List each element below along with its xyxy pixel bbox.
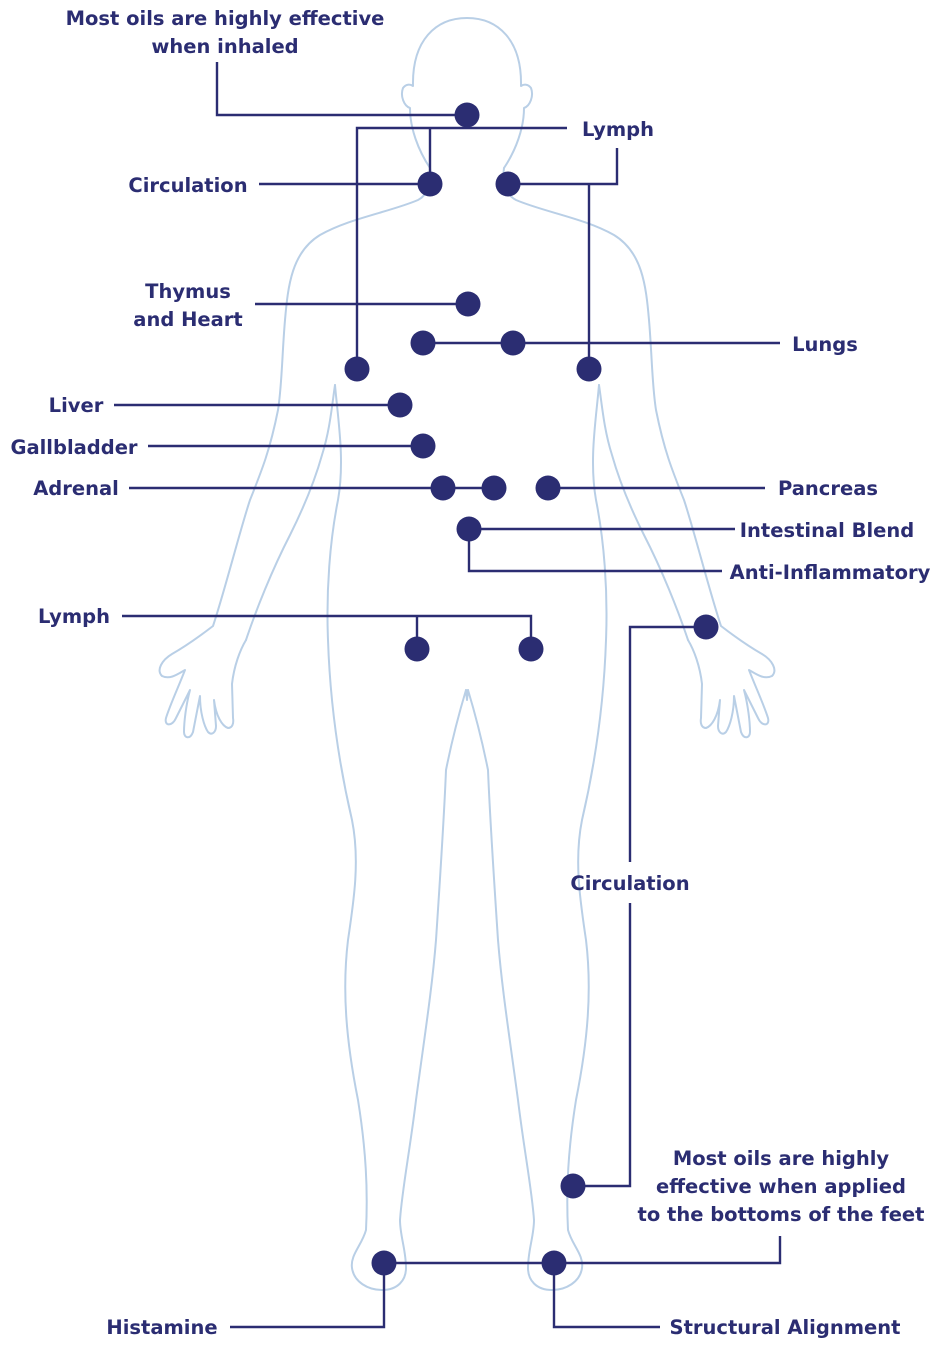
point-lymph-armpit-right bbox=[577, 357, 602, 382]
point-intestinal bbox=[457, 517, 482, 542]
crotch-line bbox=[466, 690, 468, 700]
lymph-top-right-leader bbox=[508, 148, 617, 184]
left-leg-outline bbox=[327, 385, 466, 1290]
point-pancreas bbox=[536, 476, 561, 501]
point-inhaled bbox=[455, 103, 480, 128]
leader-lines bbox=[114, 62, 780, 1327]
circulation-leg-lower bbox=[573, 903, 630, 1186]
label-feet-line1: Most oils are highly bbox=[673, 1147, 890, 1170]
point-lymph-neck bbox=[496, 172, 521, 197]
structural-leader bbox=[554, 1263, 660, 1327]
right-inner-arm bbox=[599, 385, 688, 640]
body-outline bbox=[160, 18, 775, 1290]
labels: Most oils are highly effective when inha… bbox=[10, 7, 930, 1339]
label-feet-line3: to the bottoms of the feet bbox=[638, 1203, 925, 1226]
right-leg-outline bbox=[468, 385, 607, 1290]
point-thymus bbox=[456, 292, 481, 317]
label-lungs: Lungs bbox=[792, 333, 858, 356]
point-liver bbox=[388, 393, 413, 418]
label-lymph-top: Lymph bbox=[582, 118, 654, 141]
label-inhaled-line1: Most oils are highly effective bbox=[66, 7, 385, 30]
circulation-leg-upper bbox=[630, 627, 706, 862]
label-circulation-neck: Circulation bbox=[128, 174, 247, 197]
point-lymph-groin-left bbox=[405, 637, 430, 662]
label-anti-inflammatory: Anti-Inflammatory bbox=[730, 561, 931, 584]
label-liver: Liver bbox=[49, 394, 104, 417]
label-pancreas: Pancreas bbox=[778, 477, 878, 500]
point-circulation-ankle bbox=[561, 1174, 586, 1199]
point-circulation-wrist bbox=[694, 615, 719, 640]
point-lungs-left bbox=[411, 331, 436, 356]
label-thymus-line2: and Heart bbox=[133, 308, 242, 331]
label-gallbladder: Gallbladder bbox=[10, 436, 137, 459]
anti-inflammatory-leader bbox=[469, 529, 722, 571]
point-lymph-armpit-left bbox=[345, 357, 370, 382]
label-feet-line2: effective when applied bbox=[656, 1175, 906, 1198]
point-adrenal-right bbox=[482, 476, 507, 501]
right-side-outline bbox=[504, 168, 775, 737]
point-histamine bbox=[372, 1251, 397, 1276]
inhaled-leader bbox=[217, 62, 467, 115]
label-thymus-line1: Thymus bbox=[145, 280, 231, 303]
point-gallbladder bbox=[411, 434, 436, 459]
point-structural bbox=[542, 1251, 567, 1276]
point-adrenal-left bbox=[431, 476, 456, 501]
left-side-outline bbox=[160, 168, 431, 737]
point-lungs-right bbox=[501, 331, 526, 356]
point-circulation-neck bbox=[418, 172, 443, 197]
label-histamine: Histamine bbox=[106, 1316, 217, 1339]
lymph-top-leader bbox=[357, 128, 567, 369]
label-lymph-lower: Lymph bbox=[38, 605, 110, 628]
label-circulation-leg: Circulation bbox=[570, 872, 689, 895]
label-adrenal: Adrenal bbox=[33, 477, 119, 500]
head-outline bbox=[402, 18, 532, 168]
label-structural: Structural Alignment bbox=[670, 1316, 901, 1339]
left-inner-arm bbox=[246, 385, 335, 640]
label-intestinal: Intestinal Blend bbox=[740, 519, 914, 542]
point-lymph-groin-right bbox=[519, 637, 544, 662]
label-inhaled-line2: when inhaled bbox=[151, 35, 298, 58]
histamine-leader bbox=[230, 1263, 384, 1327]
points bbox=[345, 103, 719, 1276]
